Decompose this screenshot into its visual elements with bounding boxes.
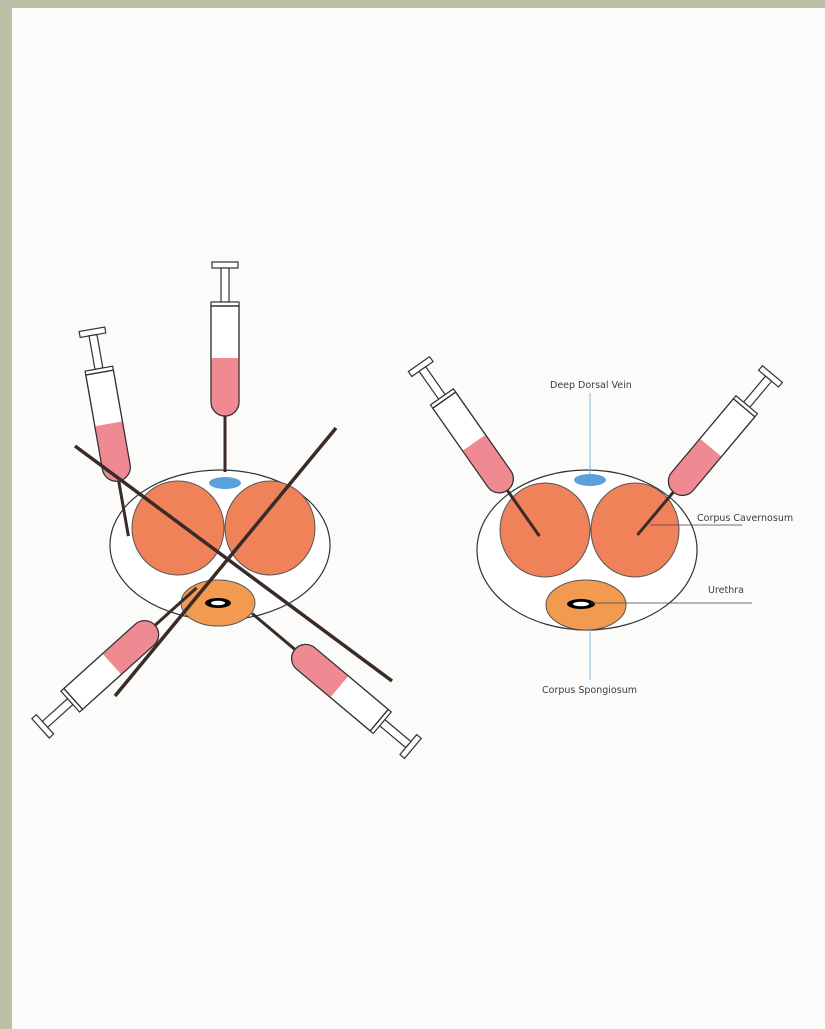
right-corpus-cavernosum-right [591, 483, 679, 577]
injection-sites-diagram: Deep Dorsal Vein Corpus Cavernosum Ureth… [12, 8, 825, 1029]
label-corpus-spongiosum: Corpus Spongiosum [542, 685, 637, 696]
right-urethra-lumen [573, 602, 589, 607]
label-urethra: Urethra [708, 585, 744, 596]
diagram-page: Deep Dorsal Vein Corpus Cavernosum Ureth… [12, 8, 825, 1029]
right-deep-dorsal-vein [574, 474, 606, 486]
left-urethra-lumen [211, 601, 225, 606]
syringe-bottom-left [31, 577, 206, 738]
right-panel: Deep Dorsal Vein Corpus Cavernosum Ureth… [407, 356, 793, 696]
syringe-bottom-right [243, 603, 422, 759]
left-corpus-cavernosum-right [225, 481, 315, 575]
label-deep-dorsal-vein: Deep Dorsal Vein [550, 380, 632, 391]
syringe-top-center [211, 262, 239, 472]
left-panel [31, 262, 422, 759]
left-corpus-cavernosum-left [132, 481, 224, 575]
left-deep-dorsal-vein [209, 477, 241, 489]
label-corpus-cavernosum: Corpus Cavernosum [697, 513, 793, 524]
